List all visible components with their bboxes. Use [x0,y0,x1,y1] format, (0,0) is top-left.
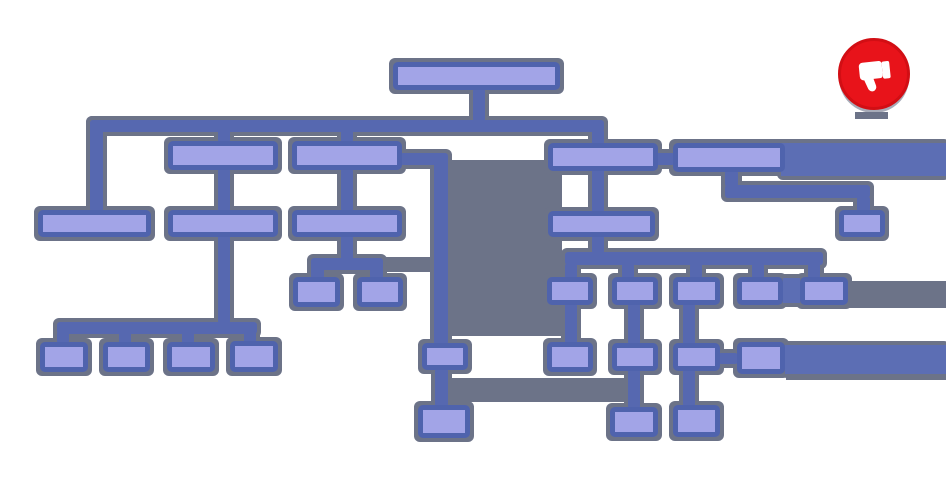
connector-c3-c4-h [718,353,738,364]
bar-r1c4-r1c5-block [783,278,800,303]
node-grid-r2c4 [737,342,785,374]
connector-c3-f2 [683,369,695,407]
node-grid-r3c2 [673,405,720,437]
connector-d-down [592,235,604,254]
connector-a-b-h [655,153,675,165]
bar-right-bar-bottom [785,345,946,374]
connector-n1-n2 [341,168,353,212]
node-root [393,62,560,90]
artifact-badge-shadow-dash [855,112,888,119]
connector-b2-drop [622,263,634,279]
connector-long-v [434,153,448,345]
artifact-ghost-strip-r1 [848,281,946,308]
connector-a-d [592,168,604,213]
node-grid-r1c4 [737,277,783,305]
connector-c2-f1 [628,369,640,409]
connector-b3-c3 [683,303,695,345]
artifact-ghost-bar-bottom [450,378,627,402]
connector-n2-down [341,235,353,262]
connector-b-down [725,170,738,187]
connector-leafb-drop [119,331,131,344]
node-grid-r2c1 [547,342,593,372]
connector-b-right-h [725,185,870,198]
connector-b3-drop [690,263,702,279]
artifact-ghost-strip-sub [383,257,433,272]
artifact-ghost-block [450,160,562,336]
node-leaf-a [40,342,88,372]
node-leaf-c [167,342,215,372]
node-leaf-b [103,342,150,372]
connector-right-dist-h [565,252,823,265]
connector-n1-right-h [400,153,440,165]
connector-m2-m3 [218,168,230,212]
connector-left-dist-h [57,322,257,334]
node-l2-col2-top [292,141,402,170]
connector-c-drop [857,196,870,212]
node-grid-r1c5 [800,277,848,305]
node-l3-col1 [168,210,278,237]
node-grid-r1c2 [612,277,658,305]
node-sub-b [357,277,403,307]
connector-leafa-drop [57,331,69,344]
connector-b1-drop [565,263,577,279]
node-leaf-d [230,341,278,372]
node-grid-r2c2 [612,343,658,371]
connector-subb-drop [370,266,383,279]
connector-b1-c1 [565,303,577,344]
connector-a-drop [592,129,604,145]
connector-left-tall-v [90,120,103,212]
node-sub-a [293,277,340,307]
connector-b2-c2 [628,303,640,345]
node-center-leaf [422,343,468,370]
node-right-small [839,210,885,237]
connector-leafc-drop [182,331,194,344]
connector-n-drop [341,129,353,143]
node-l3-col3 [548,211,655,237]
node-l2-col1-top [168,141,278,170]
node-grid-r2c3 [673,343,720,371]
bar-right-bar-top [781,143,946,176]
node-grid-r1c1 [547,277,593,305]
node-l2-col4-top [673,143,785,172]
connector-leafd-drop [244,331,256,344]
connector-suba-drop [311,266,324,279]
connector-m3-down [218,235,230,324]
node-grid-r3c1 [610,407,658,437]
connector-m-drop [218,129,230,143]
connector-e1-e2 [435,368,448,407]
dislike-badge [838,38,910,110]
connector-root-feed [473,88,485,122]
node-grid-r1c3 [673,277,720,305]
node-center-bottom [418,405,470,438]
connector-b5-drop [808,263,820,279]
connector-sub-h [311,258,383,270]
thumbs-down-icon [858,61,891,92]
connector-b4-drop [752,263,764,279]
node-far-left [38,210,151,237]
node-l2-col3-top [548,143,658,171]
node-l3-col2 [292,210,402,237]
